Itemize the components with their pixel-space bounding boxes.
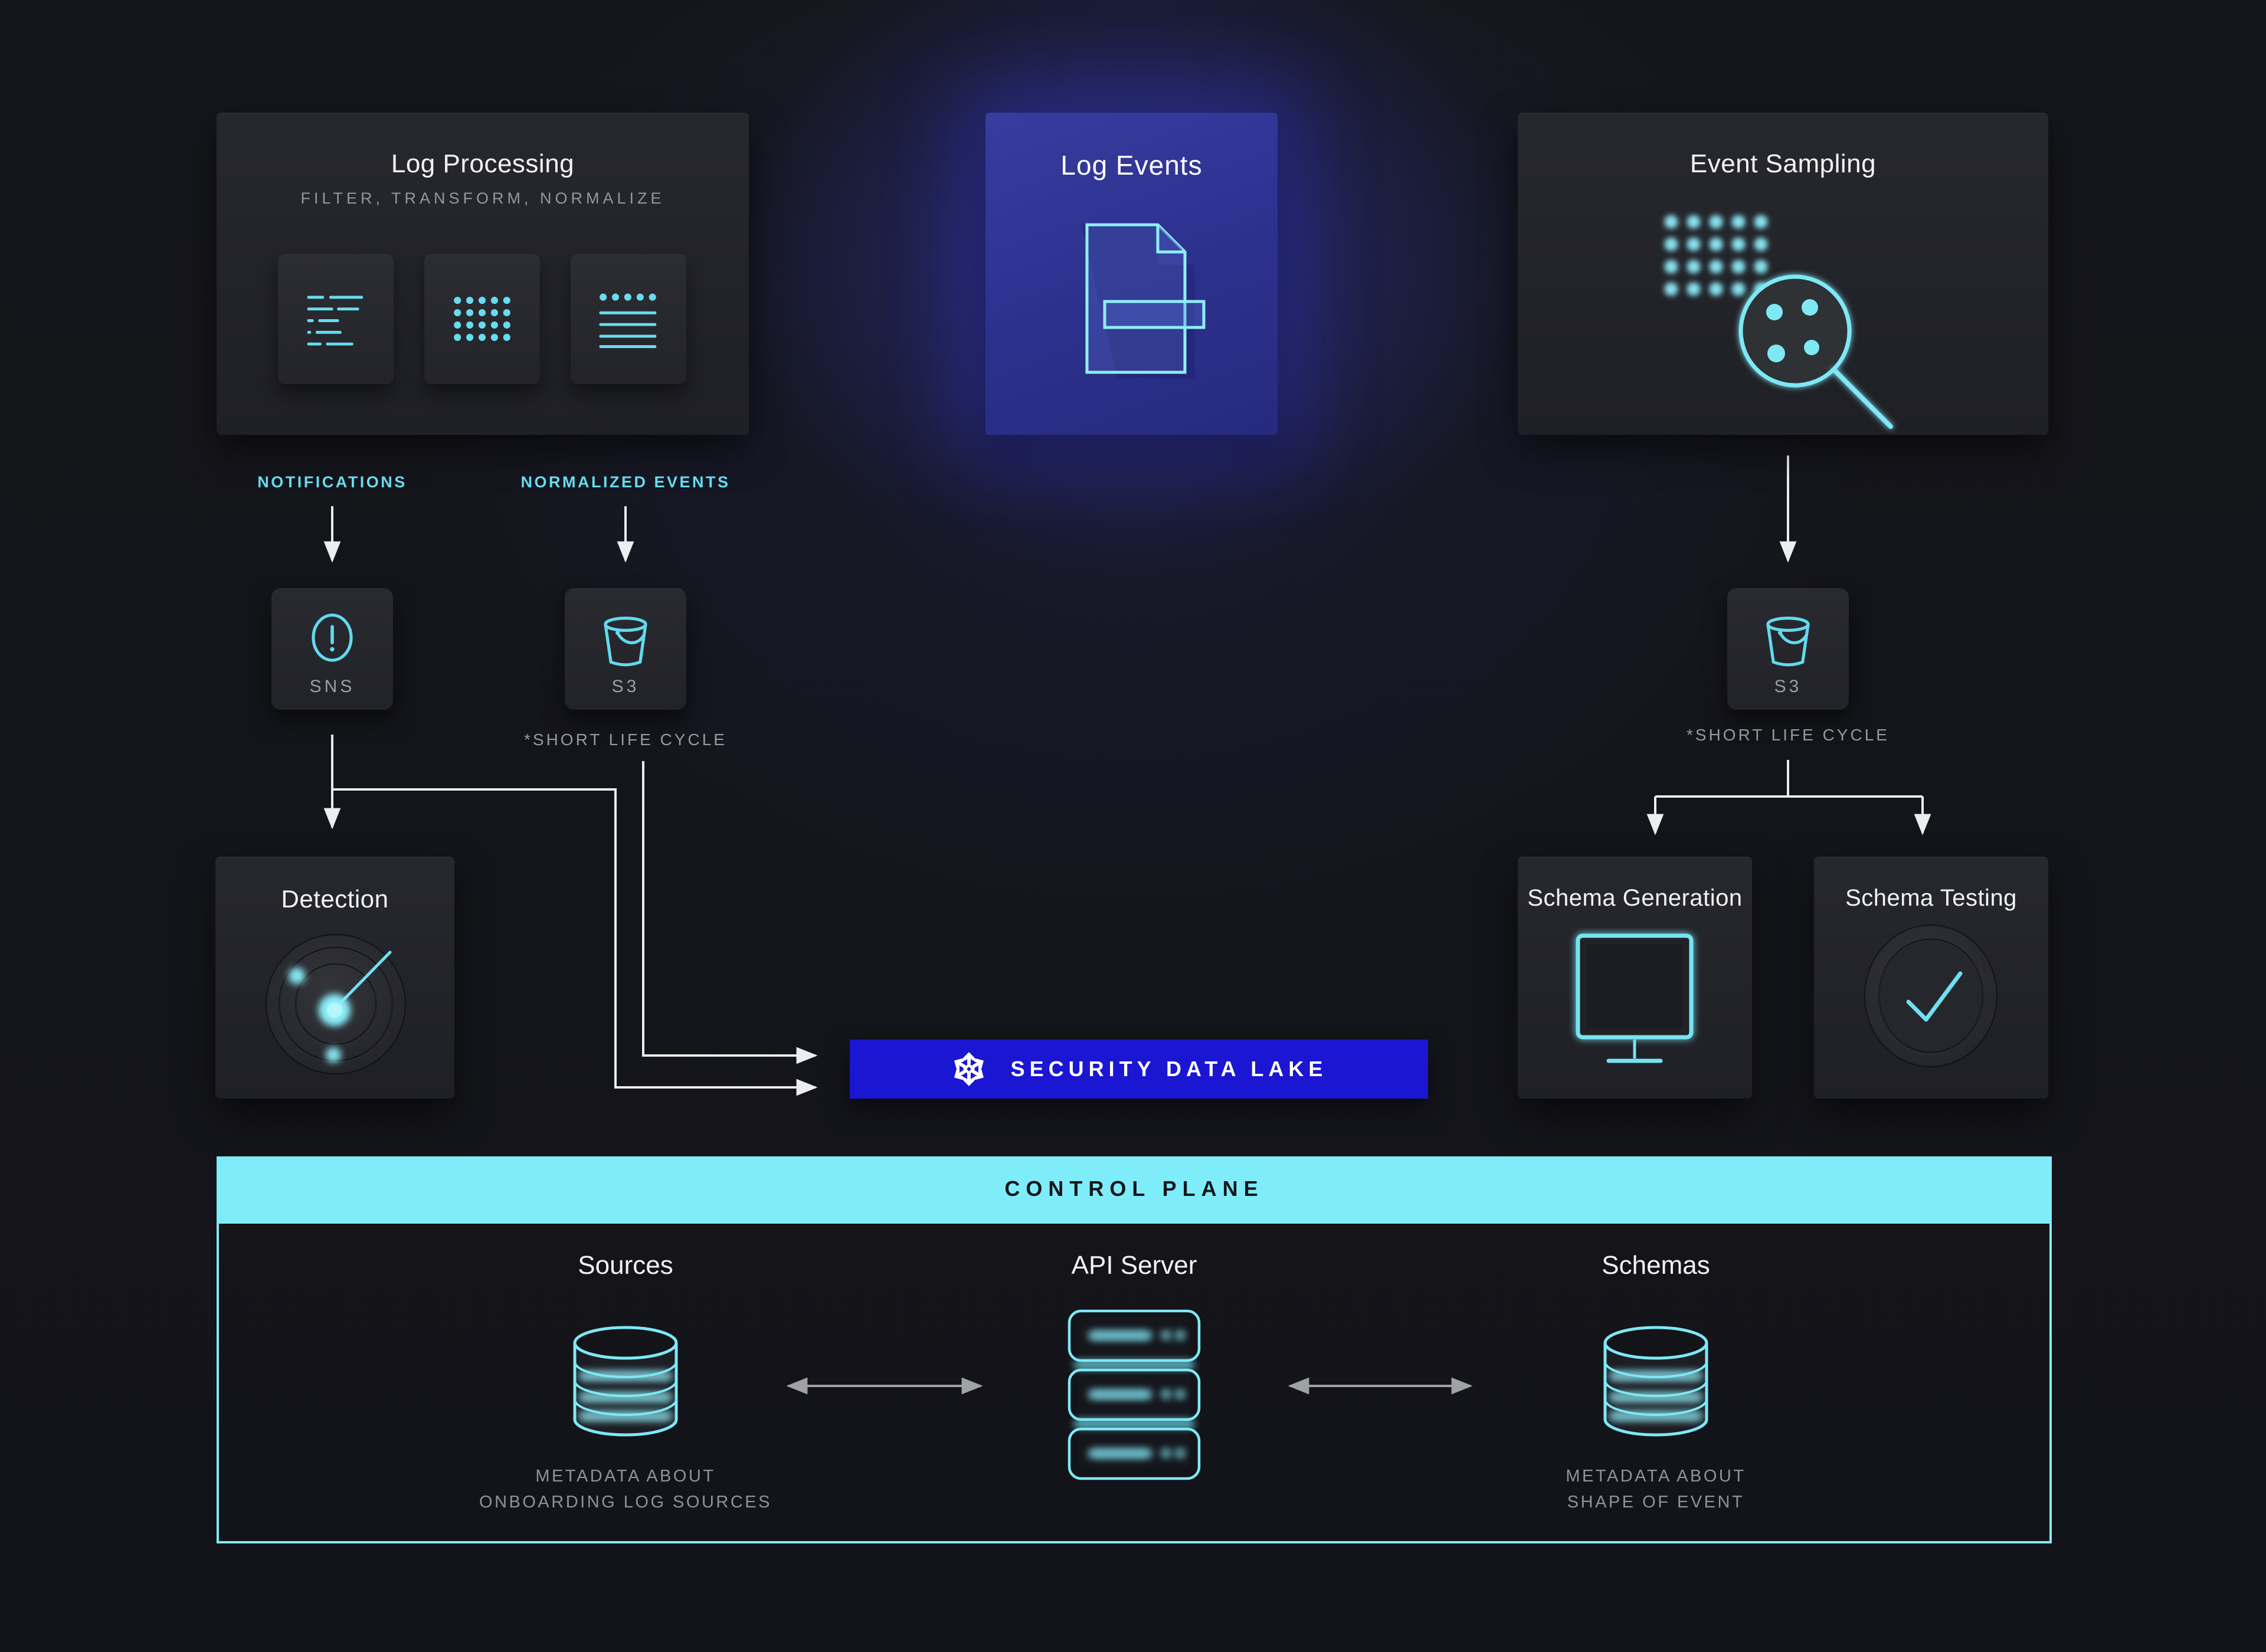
- sampled-dot-grid: [1666, 217, 1766, 294]
- sources-caption-line1: METADATA ABOUT: [535, 1467, 716, 1486]
- snowflake-icon: [954, 1052, 984, 1086]
- log-lines-icon: [307, 296, 364, 346]
- bucket-icon: [604, 617, 647, 667]
- security-data-lake-label: SECURITY DATA LAKE: [1010, 1057, 1328, 1081]
- alert-circle-icon: [312, 613, 353, 662]
- s3-normalized-note: *SHORT LIFE CYCLE: [524, 730, 727, 749]
- schemas-caption: METADATA ABOUT SHAPE OF EVENT: [1449, 1463, 1862, 1515]
- document-icon: [1081, 223, 1206, 378]
- dot-grid-icon: [454, 297, 510, 341]
- schema-generation-title: Schema Generation: [1527, 885, 1743, 911]
- dots-and-lines-icon: [599, 293, 657, 348]
- event-sampling-node: Event Sampling: [1518, 113, 2048, 435]
- fork-s3-to-schemas: [1655, 760, 1923, 798]
- control-plane-header: CONTROL PLANE: [217, 1156, 2052, 1221]
- sns-node: SNS: [271, 588, 393, 710]
- radar-icon: [266, 934, 406, 1074]
- bucket-icon: [1766, 617, 1810, 667]
- notifications-label: NOTIFICATIONS: [257, 473, 407, 491]
- schema-generation-node: Schema Generation: [1518, 857, 1752, 1099]
- s3-label: S3: [1774, 677, 1802, 696]
- magnifier-over-dots-icon: [1666, 217, 1893, 429]
- log-card: [278, 254, 394, 384]
- log-card: [424, 254, 540, 384]
- magnifier: [1738, 274, 1893, 429]
- control-plane-title: CONTROL PLANE: [1004, 1176, 1264, 1201]
- sources-title: Sources: [578, 1251, 673, 1280]
- log-card: [571, 254, 686, 384]
- monitor-icon: [1576, 933, 1694, 1063]
- log-processing-title: Log Processing: [391, 149, 575, 178]
- schema-testing-node: Schema Testing: [1814, 857, 2048, 1099]
- s3-normalized-node: S3: [565, 588, 686, 710]
- database-icon: [573, 1326, 678, 1437]
- event-sampling-title: Event Sampling: [1689, 149, 1877, 178]
- server-rack-icon: [1067, 1309, 1201, 1480]
- detection-title: Detection: [281, 885, 389, 913]
- database-icon: [1603, 1326, 1708, 1437]
- check-dial-icon: [1864, 925, 1998, 1067]
- log-processing-subtitle: FILTER, TRANSFORM, NORMALIZE: [300, 189, 665, 207]
- detection-node: Detection: [215, 857, 454, 1099]
- sources-caption: METADATA ABOUT ONBOARDING LOG SOURCES: [419, 1463, 832, 1515]
- security-data-lake-banner: SECURITY DATA LAKE: [850, 1040, 1428, 1099]
- arrow-s3-to-data-lake: [642, 761, 818, 1064]
- schemas-title: Schemas: [1602, 1251, 1710, 1280]
- log-events-title: Log Events: [1060, 150, 1203, 181]
- log-events-node: Log Events: [985, 113, 1278, 435]
- s3-sampled-node: S3: [1727, 588, 1849, 710]
- s3-sampled-note: *SHORT LIFE CYCLE: [1687, 726, 1890, 744]
- schemas-caption-line2: SHAPE OF EVENT: [1567, 1493, 1745, 1512]
- sources-caption-line2: ONBOARDING LOG SOURCES: [479, 1493, 772, 1512]
- schema-testing-title: Schema Testing: [1845, 885, 2017, 911]
- s3-label: S3: [611, 677, 640, 696]
- normalized-events-label: NORMALIZED EVENTS: [520, 473, 731, 491]
- api-server-title: API Server: [1071, 1251, 1197, 1280]
- sns-label: SNS: [309, 677, 355, 696]
- schemas-caption-line1: METADATA ABOUT: [1566, 1467, 1746, 1486]
- log-processing-node: Log Processing FILTER, TRANSFORM, NORMAL…: [217, 113, 749, 435]
